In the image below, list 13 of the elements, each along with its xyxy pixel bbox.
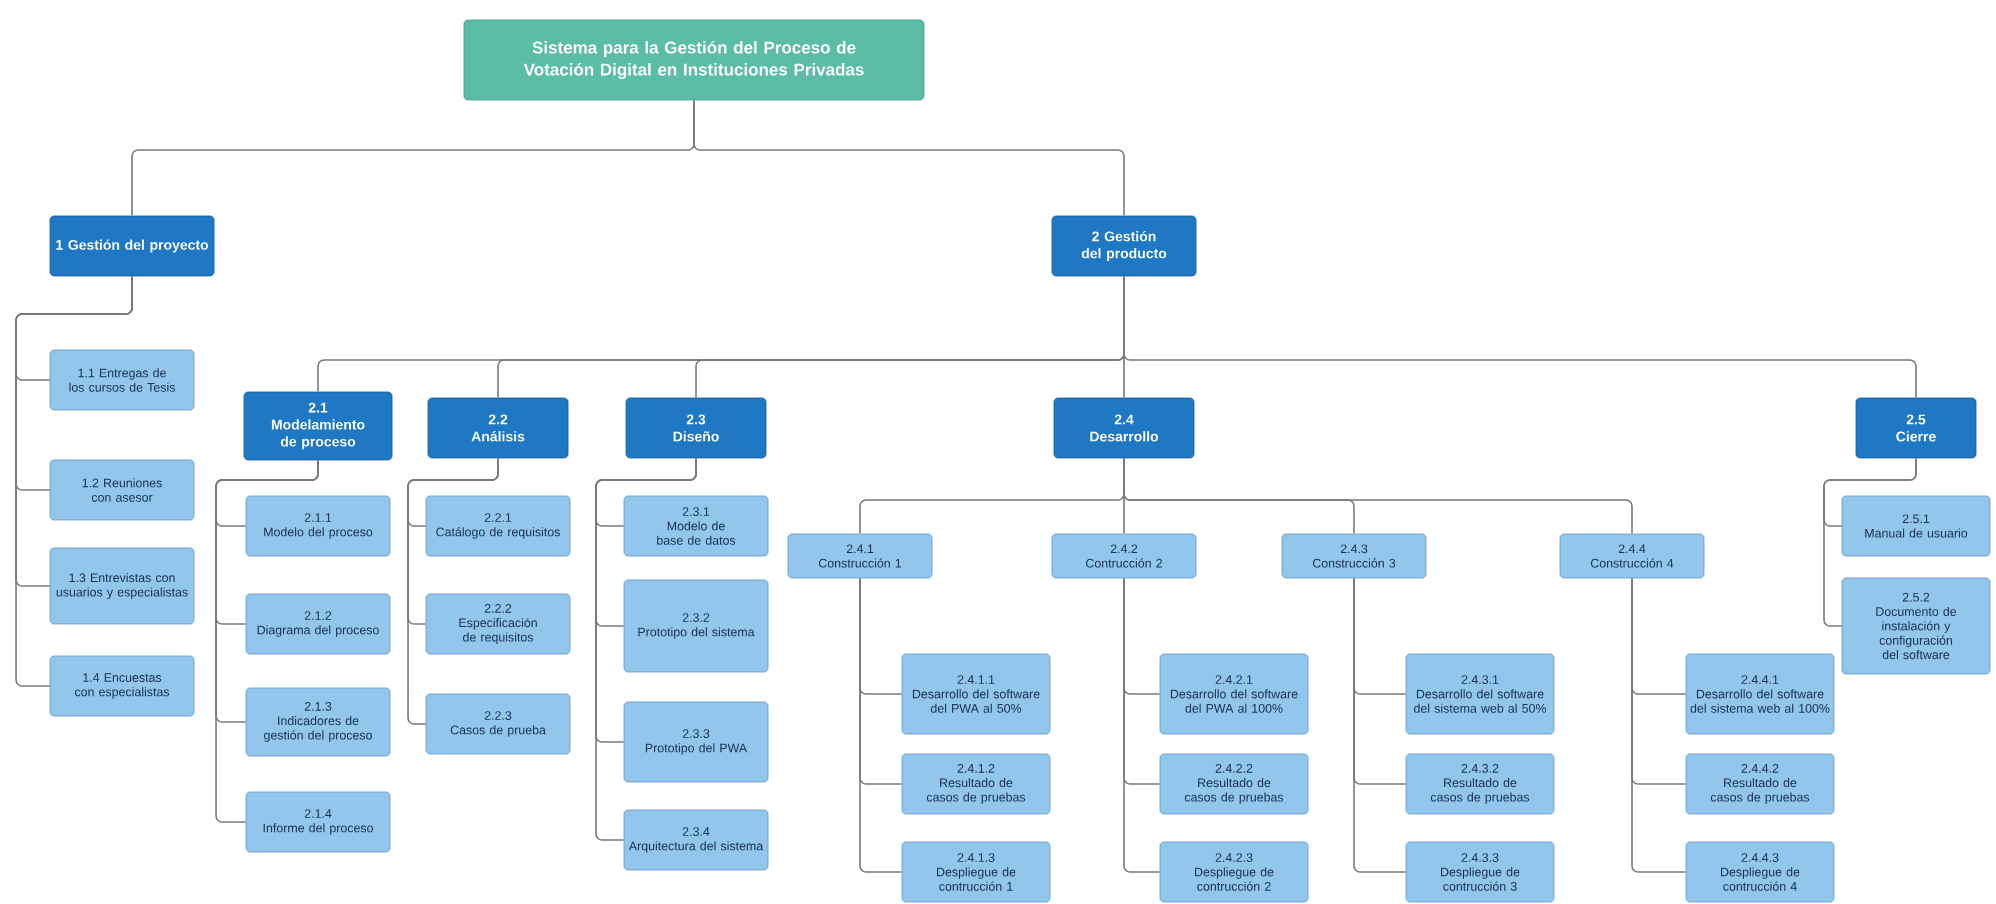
connector-line — [693, 99, 1125, 217]
connector-line — [1823, 457, 1917, 627]
connector-line — [1123, 577, 1161, 873]
connector-line — [215, 459, 319, 823]
connector-line — [595, 457, 697, 841]
connector-line — [1353, 577, 1407, 873]
connector-line — [407, 457, 499, 725]
connector-line — [1123, 457, 1633, 535]
root-box: Sistema para la Gestión del Proceso de Votación Digital en Instituciones Privadas — [463, 19, 925, 101]
connector-line — [1123, 275, 1917, 399]
connector-line — [859, 577, 903, 873]
connector-line — [1631, 577, 1687, 873]
connector-line — [15, 275, 133, 687]
